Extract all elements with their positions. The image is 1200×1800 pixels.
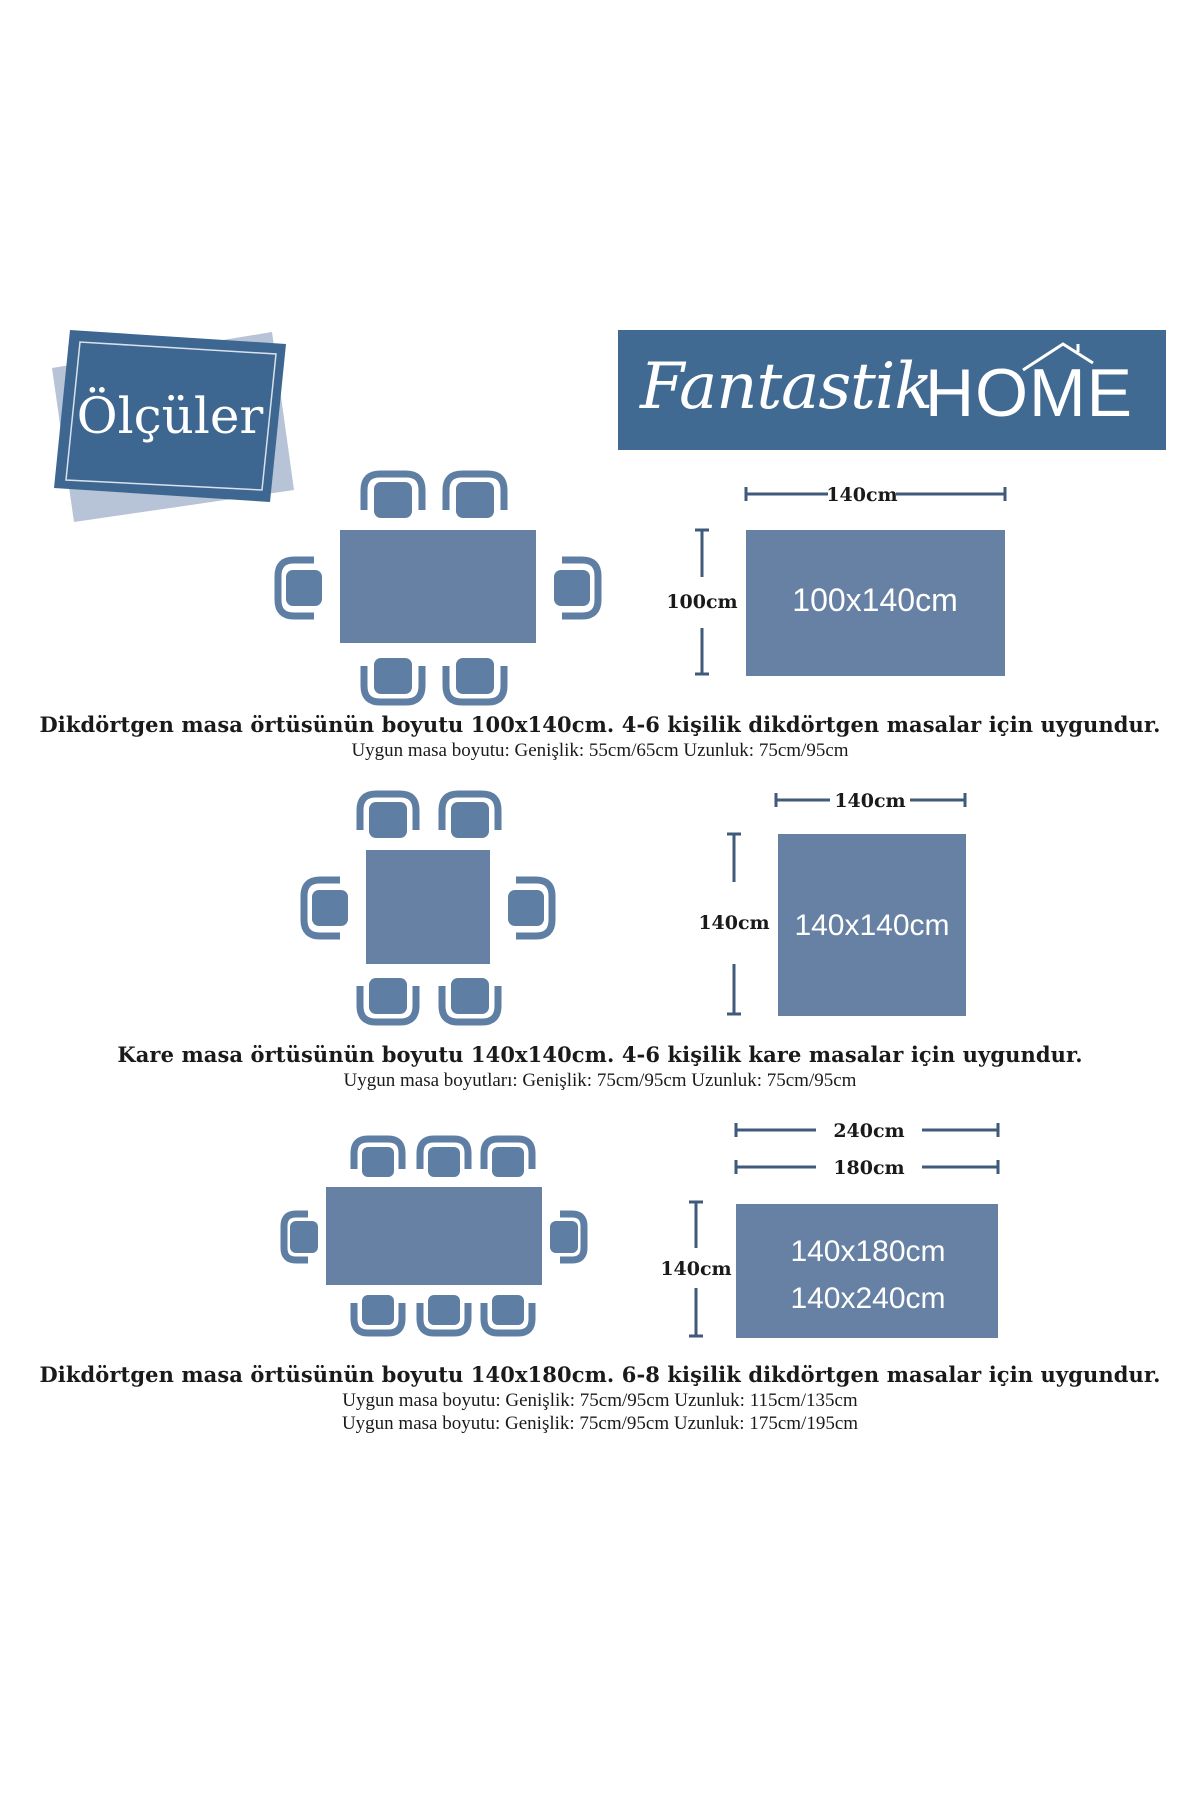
table-illustration-3	[280, 1135, 588, 1337]
section-2-caption: Kare masa örtüsünün boyutu 140x140cm. 4-…	[117, 1042, 1083, 1067]
chair-icon	[550, 1210, 588, 1264]
table-top	[366, 850, 490, 964]
table-illustration-2	[300, 790, 556, 1026]
chair-icon	[442, 658, 508, 706]
olculer-label: Ölçüler	[77, 386, 264, 445]
cloth-dimension-1: 140cm 100cm 100x140cm	[666, 484, 1007, 676]
cloth-rect	[778, 834, 966, 1016]
cloth-dimension-3: 240cm 180cm 140cm 140x180cm 140x240cm	[660, 1120, 1000, 1338]
brand-script-text: Fantastik	[640, 350, 933, 424]
chair-icon	[438, 790, 502, 838]
height-label: 140cm	[698, 912, 769, 934]
section-1-sub: Uygun masa boyutu: Genişlik: 55cm/65cm U…	[351, 740, 849, 761]
width-label: 140cm	[834, 790, 905, 812]
olculer-badge: Ölçüler	[40, 320, 310, 530]
size-label-alt: 140x240cm	[790, 1282, 945, 1315]
table-top	[340, 530, 536, 643]
table-top	[326, 1187, 542, 1285]
chair-icon	[356, 978, 420, 1026]
house-roof-icon	[1022, 342, 1094, 372]
chair-icon	[274, 556, 322, 620]
outer-width-label: 240cm	[833, 1120, 904, 1142]
cloth-dimension-2: 140cm 140cm 140x140cm	[698, 790, 967, 1016]
chair-icon	[554, 556, 602, 620]
chair-icon	[416, 1295, 472, 1337]
size-label: 140x180cm	[790, 1235, 945, 1268]
chair-icon	[300, 876, 348, 940]
chair-icon	[350, 1135, 406, 1177]
section-2-sub: Uygun masa boyutları: Genişlik: 75cm/95c…	[343, 1070, 857, 1091]
chair-icon	[508, 876, 556, 940]
height-label: 100cm	[666, 591, 737, 613]
chair-icon	[480, 1295, 536, 1337]
chair-icon	[280, 1210, 318, 1264]
chair-icon	[356, 790, 420, 838]
section-3-caption: Dikdörtgen masa örtüsünün boyutu 140x180…	[39, 1362, 1161, 1387]
cloth-rect	[736, 1204, 998, 1338]
width-label: 140cm	[826, 484, 897, 506]
chair-icon	[416, 1135, 472, 1177]
chair-icon	[438, 978, 502, 1026]
chair-icon	[360, 658, 426, 706]
section-3-sub-1: Uygun masa boyutu: Genişlik: 75cm/95cm U…	[342, 1390, 858, 1411]
section-1-caption: Dikdörtgen masa örtüsünün boyutu 100x140…	[39, 712, 1161, 737]
cloth-rect	[746, 530, 1005, 676]
section-3-sub-2: Uygun masa boyutu: Genişlik: 75cm/95cm U…	[341, 1413, 859, 1434]
chair-icon	[360, 470, 426, 518]
height-label: 140cm	[660, 1258, 731, 1280]
width-label: 180cm	[833, 1157, 904, 1179]
chair-icon	[480, 1135, 536, 1177]
chair-icon	[442, 470, 508, 518]
table-illustration-1	[274, 470, 602, 706]
size-label: 140x140cm	[794, 909, 949, 942]
size-label: 100x140cm	[792, 582, 957, 618]
brand-logo: Fantastik HOME	[618, 330, 1166, 450]
chair-icon	[350, 1295, 406, 1337]
